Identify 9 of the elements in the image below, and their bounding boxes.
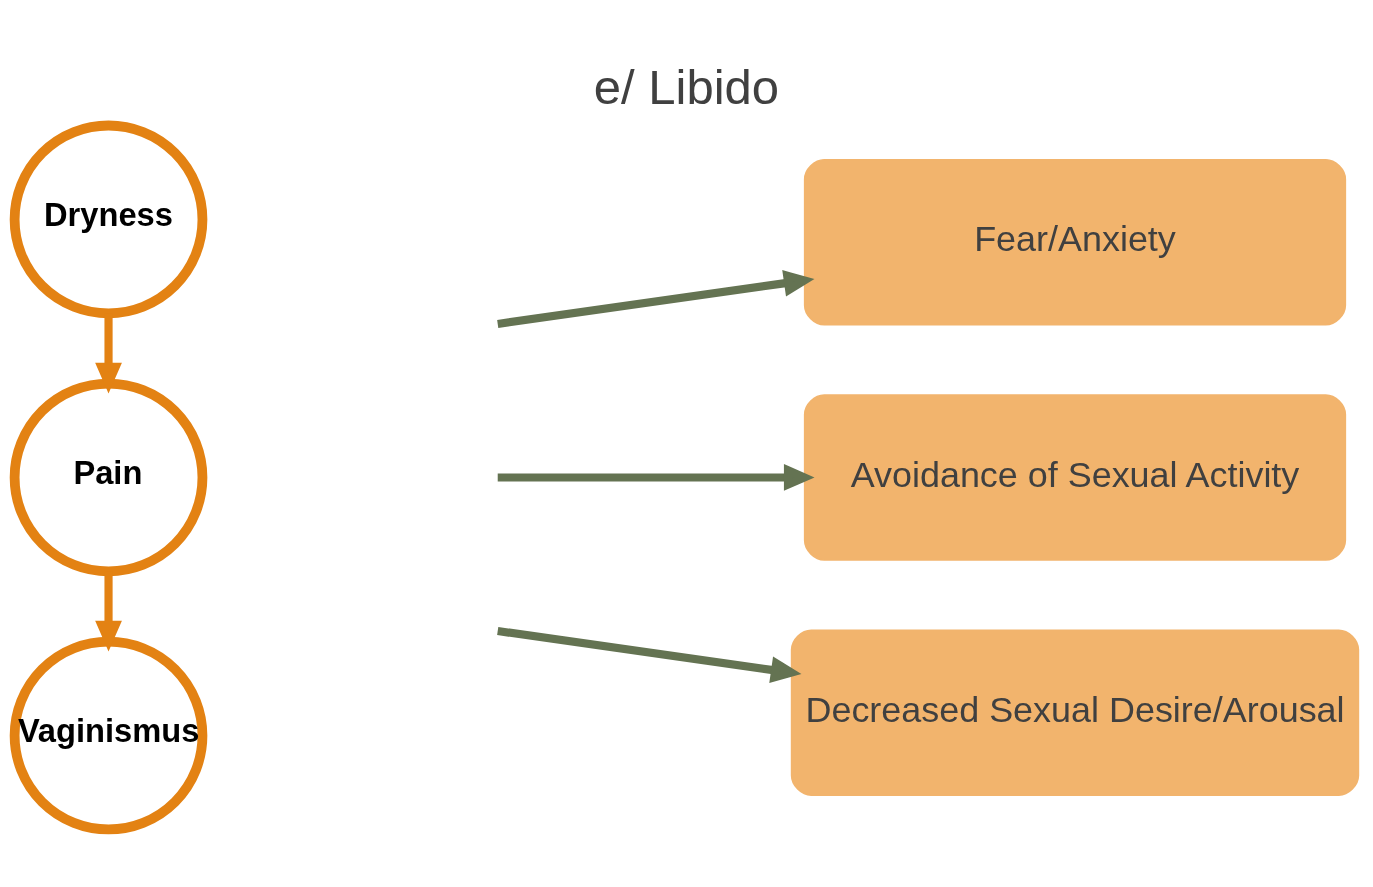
node-circle: Pain [9, 378, 208, 576]
node-box: Decreased Sexual Desire/Arousal [790, 628, 1360, 796]
node-box: Fear/Anxiety [803, 158, 1347, 326]
diagram-title: e/ Libido [593, 59, 780, 114]
arrow [497, 626, 802, 683]
node-box: Avoidance of Sexual Activity [803, 393, 1347, 561]
node-circle: Dryness [9, 120, 208, 318]
arrow [497, 463, 815, 491]
arrow [497, 269, 815, 328]
